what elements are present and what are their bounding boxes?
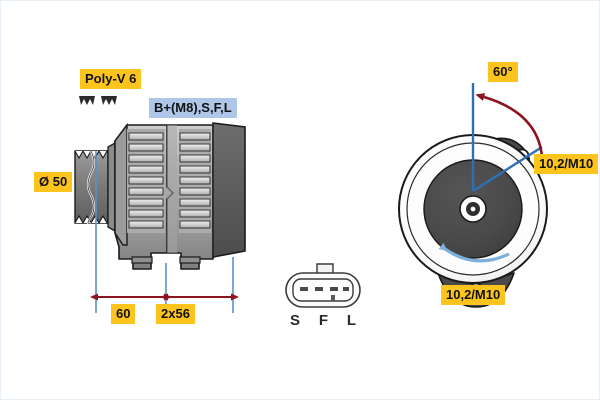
v-groove-profile-icon <box>79 96 117 105</box>
connector-pin-label-l: L <box>346 312 356 329</box>
connector-pin-f <box>315 287 323 291</box>
callout-mount-bolt-bottom: 10,2/M10 <box>441 285 506 305</box>
angle-arc-60 <box>475 93 546 166</box>
connector-detail <box>285 263 361 308</box>
rear-vent-slots <box>179 129 211 233</box>
connector-pin-labels: S F L <box>290 312 356 329</box>
pulley-assembly <box>74 141 116 233</box>
connector-pin-label-s: S <box>290 312 301 329</box>
callout-terminals: B+(M8),S,F,L <box>149 98 237 118</box>
callout-dimension-60: 60 <box>111 304 136 324</box>
counterclockwise-rotation-arrow <box>438 242 510 263</box>
callout-mounting-angle: 60° <box>488 62 518 82</box>
callout-dimension-2x56: 2x56 <box>156 304 195 324</box>
connector-pin-extra <box>343 287 349 291</box>
front-vent-slots <box>127 129 165 233</box>
drive-end-housing <box>114 122 214 270</box>
callout-mount-bolt-top: 10,2/M10 <box>534 154 599 174</box>
rear-cover <box>212 122 246 258</box>
shaft-centre-point <box>470 206 476 212</box>
connector-pin-label-f: F <box>318 312 328 329</box>
callout-pulley-type: Poly-V 6 <box>80 69 142 89</box>
alternator-side-view <box>74 122 246 270</box>
dimension-lines <box>90 151 239 313</box>
angle-dimension <box>471 83 546 193</box>
callout-pulley-diameter: Ø 50 <box>34 172 73 192</box>
connector-pin-s <box>300 287 308 291</box>
connector-pin-l <box>330 287 338 291</box>
